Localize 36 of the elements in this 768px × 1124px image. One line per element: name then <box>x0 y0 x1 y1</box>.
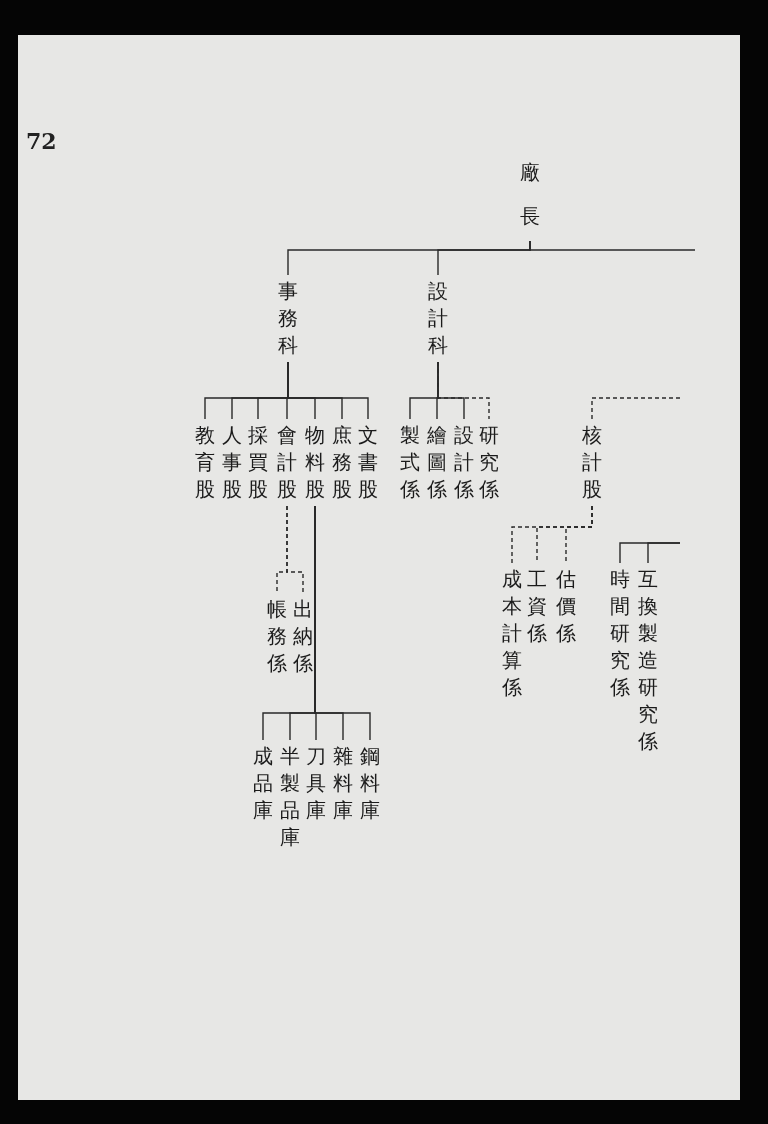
unit-label: 半製品庫 <box>280 743 300 851</box>
unit-label: 鋼料庫 <box>360 743 380 824</box>
unit-label: 教育股 <box>195 422 215 503</box>
connector-line <box>565 505 593 564</box>
unit-label: 時間研究係 <box>610 566 630 701</box>
unit-label: 出納係 <box>293 596 313 677</box>
unit-label: 製式係 <box>400 422 420 503</box>
connector-line <box>287 361 369 420</box>
unit-label: 核計股 <box>582 422 602 503</box>
connector-line <box>314 505 371 741</box>
unit-label: 採買股 <box>248 422 268 503</box>
unit-label: 物料股 <box>305 422 325 503</box>
unit-label: 廠長 <box>520 150 540 238</box>
unit-label: 估價係 <box>556 566 576 647</box>
unit-label: 帳務係 <box>267 596 287 677</box>
unit-label: 庶務股 <box>332 422 352 503</box>
unit-label: 事務科 <box>278 278 298 359</box>
unit-label: 設計係 <box>454 422 474 503</box>
connector-line <box>647 542 681 564</box>
unit-label: 成品庫 <box>253 743 273 824</box>
unit-label: 雜料庫 <box>333 743 353 824</box>
connector-line <box>286 505 304 594</box>
page-number: 72 <box>26 128 57 154</box>
unit-label: 成本計算係 <box>502 566 522 701</box>
unit-label: 文書股 <box>358 422 378 503</box>
connector-line <box>529 240 696 251</box>
unit-label: 會計股 <box>277 422 297 503</box>
connector-line <box>591 397 681 420</box>
unit-label: 人事股 <box>222 422 242 503</box>
unit-label: 繪圖係 <box>427 422 447 503</box>
unit-label: 設計科 <box>428 278 448 359</box>
unit-label: 刀具庫 <box>306 743 326 824</box>
connector-line <box>437 361 490 420</box>
unit-label: 工資係 <box>527 566 547 647</box>
unit-label: 互換製造研究係 <box>638 566 658 755</box>
unit-label: 研究係 <box>479 422 499 503</box>
